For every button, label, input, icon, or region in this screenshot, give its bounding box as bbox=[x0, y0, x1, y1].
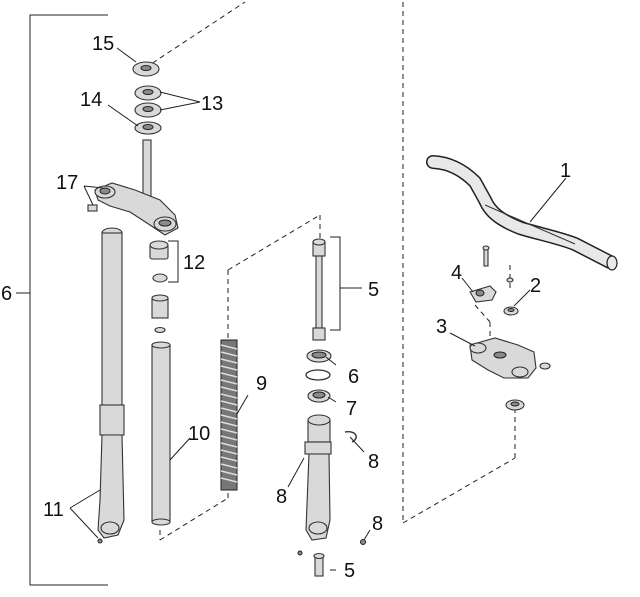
fork-spring bbox=[220, 339, 238, 491]
callout-8-screw: 8 bbox=[372, 513, 383, 535]
clamp-washer bbox=[503, 306, 519, 316]
fork-cap-bolt bbox=[149, 240, 169, 283]
assembly-lines bbox=[144, 1, 516, 541]
callout-9: 9 bbox=[256, 373, 267, 395]
callout-15: 15 bbox=[92, 33, 114, 55]
upper-triple-clamp bbox=[469, 337, 551, 411]
callout-5-bottom: 5 bbox=[344, 560, 355, 582]
callout-6-seal: 6 bbox=[348, 366, 359, 388]
callout-14: 14 bbox=[80, 89, 102, 111]
callout-2: 2 bbox=[530, 275, 541, 297]
callout-13: 13 bbox=[201, 93, 223, 115]
bearing-lower bbox=[134, 102, 162, 118]
oil-seal bbox=[306, 349, 332, 363]
stem-nut-washer bbox=[132, 61, 160, 77]
callout-8-slider: 8 bbox=[276, 486, 287, 508]
fork-spacer bbox=[151, 294, 169, 334]
bracket-12 bbox=[168, 240, 179, 283]
callout-17: 17 bbox=[56, 172, 78, 194]
callout-4: 4 bbox=[451, 262, 462, 284]
snap-ring bbox=[305, 369, 331, 381]
callout-3: 3 bbox=[436, 316, 447, 338]
fork-inner-slider bbox=[297, 414, 366, 577]
dust-seal-washer bbox=[134, 121, 162, 135]
clamp-bolt bbox=[482, 245, 514, 283]
handlebar bbox=[426, 155, 618, 271]
bearing-upper bbox=[134, 85, 162, 101]
callout-5-top: 5 bbox=[368, 279, 379, 301]
callout-8-clip: 8 bbox=[368, 451, 379, 473]
damper-cartridge bbox=[312, 238, 326, 341]
callout-11: 11 bbox=[43, 499, 64, 521]
callout-12: 12 bbox=[183, 252, 205, 274]
bracket-5 bbox=[330, 236, 341, 331]
fork-outer-tube-left bbox=[97, 227, 125, 544]
steering-stem bbox=[87, 139, 179, 236]
callout-labels: 1 2 3 4 5 5 6 6 7 8 8 8 9 10 11 12 13 14… bbox=[1, 33, 571, 582]
callout-10: 10 bbox=[188, 423, 210, 445]
callout-7: 7 bbox=[346, 398, 357, 420]
callout-6-assembly: 6 bbox=[1, 283, 12, 305]
leader-lines bbox=[69, 47, 567, 541]
callout-1: 1 bbox=[560, 160, 571, 182]
dust-seal bbox=[307, 389, 331, 403]
damper-rod bbox=[151, 341, 171, 526]
bracket-6 bbox=[16, 14, 108, 586]
upper-clamp bbox=[469, 285, 497, 303]
